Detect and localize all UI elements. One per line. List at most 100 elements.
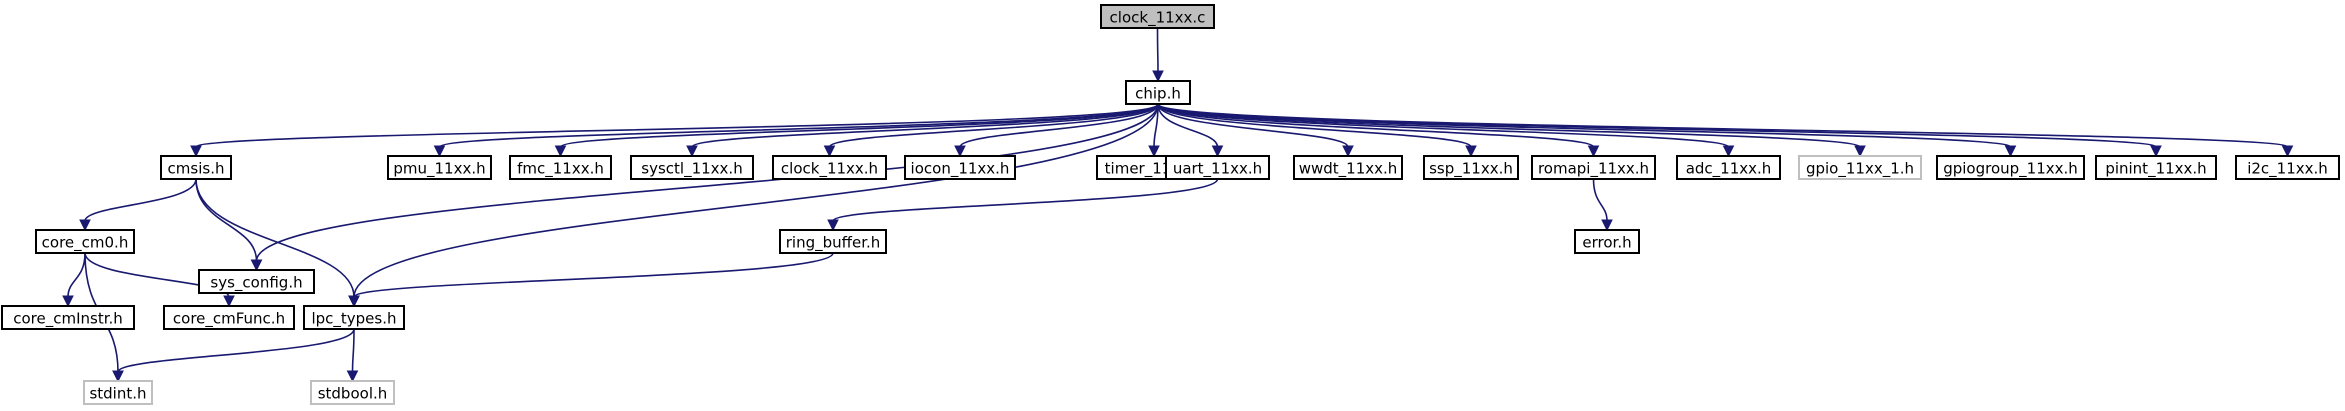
edge-chip-to-romapi <box>1157 103 1600 158</box>
node-label: lpc_types.h <box>311 310 396 329</box>
node-sysctl[interactable]: sysctl_11xx.h <box>630 155 754 180</box>
node-uart[interactable]: uart_11xx.h <box>1165 155 1270 180</box>
edge-line <box>1157 103 2289 148</box>
edge-arrowhead <box>348 295 360 308</box>
edge-arrowhead <box>2004 145 2017 158</box>
node-fmc[interactable]: fmc_11xx.h <box>509 155 612 180</box>
edge-cmsis-to-sys_config <box>195 178 263 272</box>
node-core_cmFunc[interactable]: core_cmFunc.h <box>163 305 295 330</box>
edge-arrowhead <box>1601 219 1613 232</box>
node-box <box>1100 4 1215 29</box>
edge-line <box>438 103 1159 148</box>
node-lpc_types[interactable]: lpc_types.h <box>303 305 405 330</box>
node-core_cm0[interactable]: core_cm0.h <box>35 229 135 254</box>
node-box <box>1423 155 1519 180</box>
edge-clock_c-to-chip <box>1152 27 1164 83</box>
node-label: adc_11xx.h <box>1686 160 1772 179</box>
node-romapi[interactable]: romapi_11xx.h <box>1531 155 1656 180</box>
node-box <box>160 155 232 180</box>
node-box <box>1574 229 1640 254</box>
edge-line <box>1157 103 1730 148</box>
node-clock_h[interactable]: clock_11xx.h <box>772 155 887 180</box>
node-label: cmsis.h <box>168 160 225 178</box>
node-label: core_cmInstr.h <box>13 310 123 329</box>
node-label: gpiogroup_11xx.h <box>1943 160 2078 179</box>
edge-line <box>559 103 1159 148</box>
node-box <box>83 380 153 405</box>
node-sys_config[interactable]: sys_config.h <box>198 269 315 294</box>
node-label: core_cm0.h <box>42 234 129 253</box>
edge-arrowhead <box>1854 145 1866 158</box>
node-label: chip.h <box>1135 85 1181 103</box>
edge-arrowhead <box>823 145 836 158</box>
node-label: uart_11xx.h <box>1173 160 1262 179</box>
edge-chip-to-sysctl <box>686 103 1159 158</box>
edge-chip-to-gpio <box>1157 103 1866 158</box>
node-label: ring_buffer.h <box>786 234 881 253</box>
edge-line <box>1157 103 1219 148</box>
node-label: pmu_11xx.h <box>393 160 485 179</box>
edge-arrowhead <box>250 259 263 272</box>
node-box <box>509 155 612 180</box>
node-i2c[interactable]: i2c_11xx.h <box>2235 155 2340 180</box>
edge-arrowhead <box>1152 70 1164 83</box>
edge-chip-to-uart <box>1157 103 1224 158</box>
edge-line <box>353 103 1159 298</box>
edge-line <box>959 103 1159 148</box>
edge-chip-to-ssp <box>1157 103 1477 158</box>
edge-arrowhead <box>433 145 446 158</box>
edge-arrowhead <box>2150 145 2162 158</box>
node-cmsis[interactable]: cmsis.h <box>160 155 232 180</box>
edge-arrowhead <box>686 145 698 158</box>
node-box <box>387 155 492 180</box>
node-stdbool: stdbool.h <box>310 380 395 405</box>
node-chip[interactable]: chip.h <box>1125 80 1191 105</box>
edge-line <box>1157 103 1472 148</box>
edge-line <box>1157 103 1861 148</box>
edge-arrowhead <box>827 219 839 232</box>
node-label: core_cmFunc.h <box>173 310 285 329</box>
node-wwdt[interactable]: wwdt_11xx.h <box>1293 155 1403 180</box>
edge-arrowhead <box>554 145 567 158</box>
node-ring_buffer[interactable]: ring_buffer.h <box>779 229 887 254</box>
node-gpiogroup[interactable]: gpiogroup_11xx.h <box>1936 155 2085 180</box>
node-ssp[interactable]: ssp_11xx.h <box>1423 155 1519 180</box>
edge-line <box>1156 27 1159 73</box>
node-box <box>198 269 315 294</box>
edge-arrowhead <box>1722 145 1735 158</box>
node-error[interactable]: error.h <box>1574 229 1640 254</box>
node-box <box>630 155 754 180</box>
node-label: clock_11xx.c <box>1110 9 1206 28</box>
node-box <box>1125 80 1191 105</box>
node-box <box>904 155 1016 180</box>
edge-romapi-to-error <box>1592 178 1613 232</box>
edge-line <box>67 252 86 298</box>
node-iocon[interactable]: iocon_11xx.h <box>904 155 1016 180</box>
edge-ring_buffer-to-lpc_types <box>348 252 834 308</box>
node-pmu[interactable]: pmu_11xx.h <box>387 155 492 180</box>
edge-line <box>351 328 355 373</box>
edge-line <box>255 103 1159 262</box>
node-label: iocon_11xx.h <box>911 160 1010 179</box>
node-gpio: gpio_11xx_1.h <box>1798 155 1922 180</box>
edge-chip-to-fmc <box>554 103 1159 158</box>
node-label: sysctl_11xx.h <box>641 160 742 179</box>
edge-arrowhead <box>346 370 359 383</box>
edge-chip-to-iocon <box>954 103 1159 158</box>
edge-arrowhead <box>2281 145 2294 158</box>
edge-line <box>1157 103 2012 148</box>
edge-line <box>691 103 1159 148</box>
edge-line <box>1157 103 1349 148</box>
node-adc[interactable]: adc_11xx.h <box>1676 155 1781 180</box>
node-clock_c[interactable]: clock_11xx.c <box>1100 4 1215 29</box>
node-box <box>1293 155 1403 180</box>
edge-line <box>117 328 355 373</box>
node-label: clock_11xx.h <box>781 160 878 179</box>
edge-line <box>195 178 355 298</box>
edge-chip-to-adc <box>1157 103 1735 158</box>
edge-arrowhead <box>1148 145 1160 158</box>
node-core_cmInstr[interactable]: core_cmInstr.h <box>1 305 135 330</box>
node-stdint: stdint.h <box>83 380 153 405</box>
node-label: stdbool.h <box>318 385 388 403</box>
node-pinint[interactable]: pinint_11xx.h <box>2095 155 2217 180</box>
